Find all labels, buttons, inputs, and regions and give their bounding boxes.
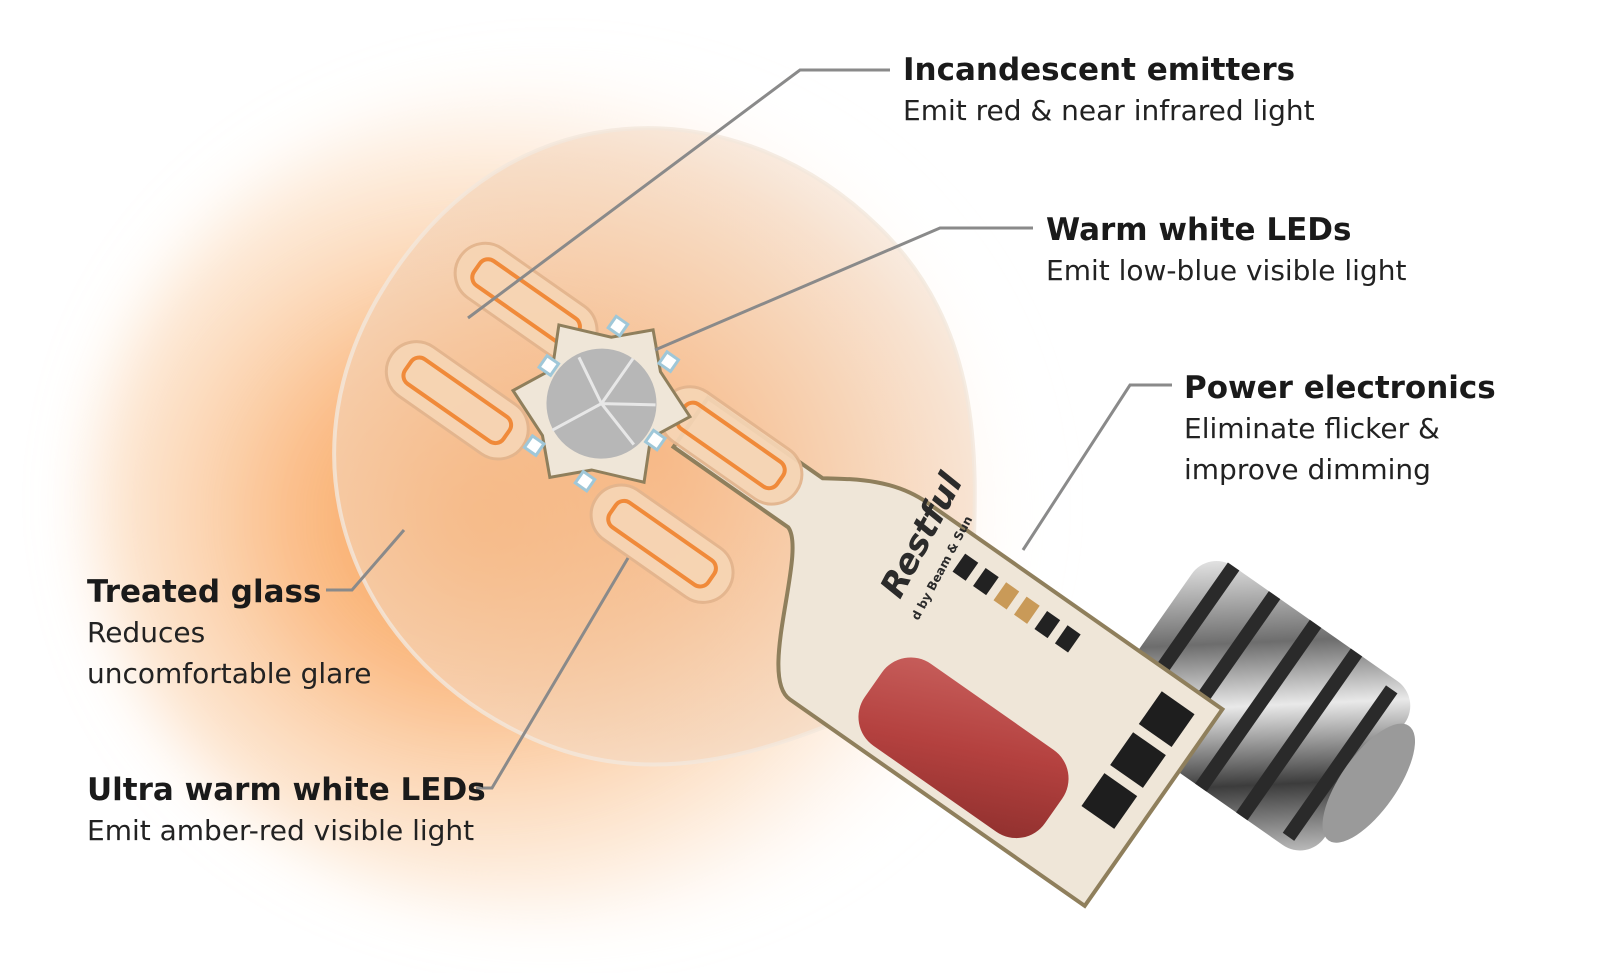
callout-treated-glass: Treated glass Reduces uncomfortable glar… (87, 572, 371, 694)
callout-title: Power electronics (1184, 370, 1496, 406)
callout-title: Treated glass (87, 574, 322, 610)
callout-incandescent-emitters: Incandescent emitters Emit red & near in… (903, 50, 1315, 131)
callout-desc-line-2: improve dimming (1184, 453, 1431, 486)
callout-desc-line-1: Eliminate flicker & (1184, 412, 1440, 445)
callout-ultra-warm-white-leds: Ultra warm white LEDs Emit amber-red vis… (87, 770, 486, 851)
leader-line-power (1021, 383, 1172, 551)
callout-warm-white-leds: Warm white LEDs Emit low-blue visible li… (1046, 210, 1406, 291)
callout-desc-line-1: Reduces (87, 616, 206, 649)
callout-title: Incandescent emitters (903, 52, 1296, 88)
leader-line-glass (326, 529, 406, 592)
led-head (384, 241, 804, 604)
callout-title: Warm white LEDs (1046, 212, 1352, 248)
leader-line-incandescent (467, 68, 890, 320)
callout-desc: Emit red & near infrared light (903, 94, 1315, 127)
leader-lines (326, 68, 1172, 790)
callout-power-electronics: Power electronics Eliminate flicker & im… (1184, 368, 1496, 490)
callout-desc-line-2: uncomfortable glare (87, 657, 372, 690)
callout-title: Ultra warm white LEDs (87, 772, 486, 808)
leader-line-ultra-warm (476, 557, 630, 790)
leader-line-warm-white (654, 226, 1033, 352)
callout-desc: Emit amber-red visible light (87, 814, 475, 847)
callout-desc: Emit low-blue visible light (1046, 254, 1407, 287)
circuit-board (670, 395, 1226, 909)
